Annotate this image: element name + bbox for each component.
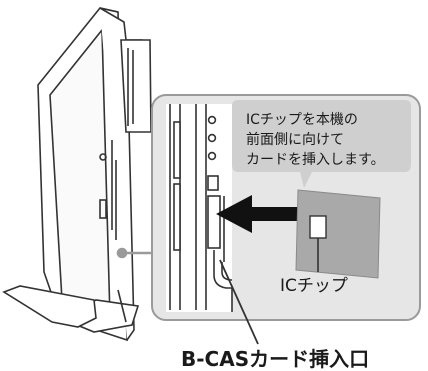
callout-line-1: ICチップを本機の bbox=[246, 112, 358, 128]
ic-chip-label: ICチップ bbox=[280, 276, 348, 296]
callout-line-2: 前面側に向けて bbox=[246, 131, 344, 148]
ic-chip-mark bbox=[309, 215, 327, 239]
slot-leader-line bbox=[219, 259, 259, 345]
tv-side-view bbox=[2, 7, 152, 342]
slot-label: B-CASカード挿入口 bbox=[181, 347, 369, 371]
bcas-card-icon bbox=[295, 189, 381, 279]
callout-line-3: カードを挿入します。 bbox=[246, 152, 385, 168]
callout-bubble: ICチップを本機の 前面側に向けて カードを挿入します。 bbox=[232, 100, 411, 188]
insert-arrow-icon bbox=[216, 195, 300, 233]
